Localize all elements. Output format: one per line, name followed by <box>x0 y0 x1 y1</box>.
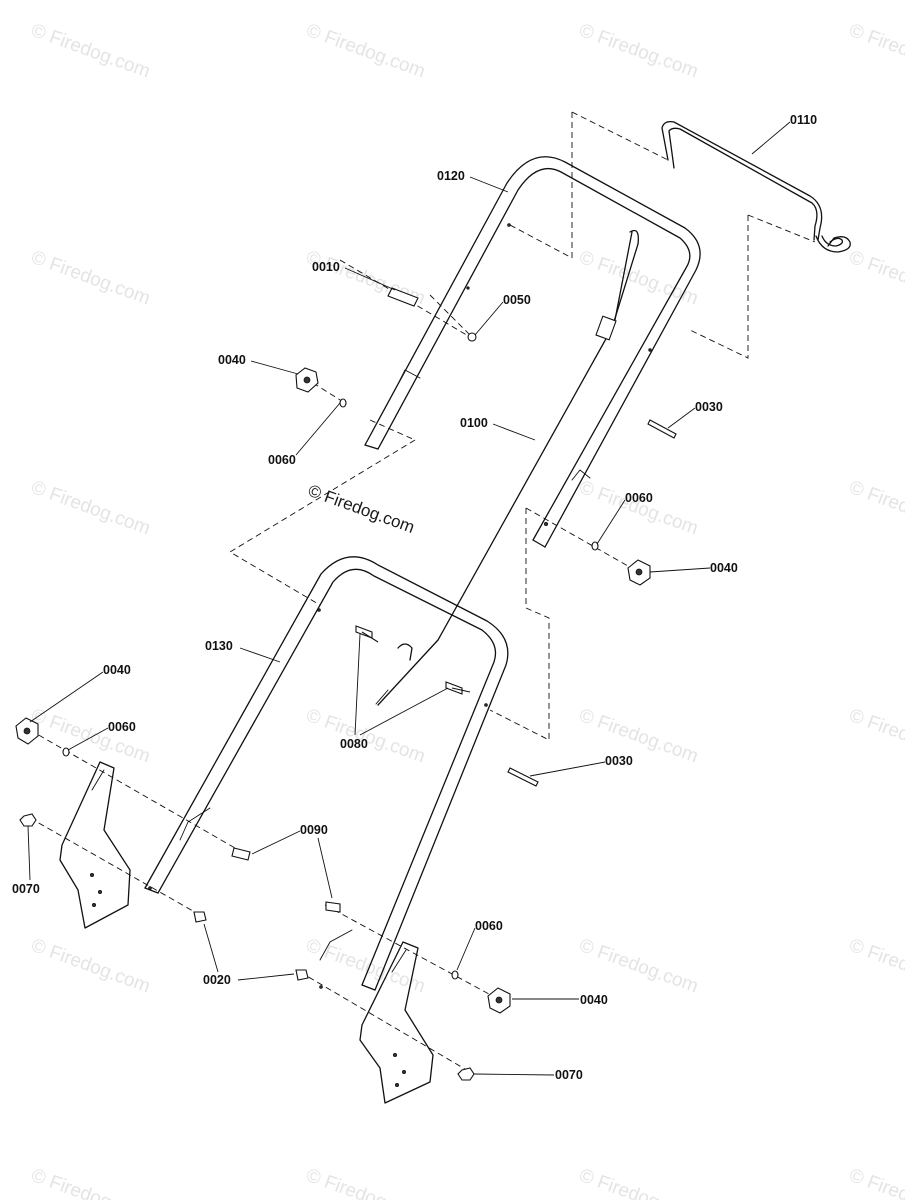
upper-bail-part <box>661 120 851 253</box>
watermark: © Firedog.com <box>28 1165 153 1200</box>
label-0010: 0010 <box>312 260 340 274</box>
label-0100: 0100 <box>460 416 488 430</box>
label-0060: 0060 <box>108 720 136 734</box>
watermark: © Firedog.com <box>576 477 701 539</box>
lower-handle-part <box>144 556 509 991</box>
watermark: © Firedog.com <box>576 247 701 309</box>
label-0060: 0060 <box>268 453 296 467</box>
hardware <box>15 287 677 1081</box>
label-0040: 0040 <box>580 993 608 1007</box>
watermark: © Firedog.com <box>846 20 905 82</box>
watermark: © Firedog.com <box>846 1165 905 1200</box>
leader-lines <box>27 121 791 1076</box>
watermark: © Firedog.com <box>576 705 701 767</box>
watermark: © Firedog.com <box>576 20 701 82</box>
label-0020: 0020 <box>203 973 231 987</box>
watermark: © Firedog.com <box>576 1165 701 1200</box>
center-watermark: © Firedog.com <box>306 481 417 537</box>
watermark: © Firedog.com <box>28 477 153 539</box>
watermark: © Firedog.com <box>28 705 153 767</box>
label-0060: 0060 <box>475 919 503 933</box>
assembly-guide-lines <box>29 111 816 1073</box>
watermark: © Firedog.com <box>28 935 153 997</box>
watermark: © Firedog.com <box>846 705 905 767</box>
upper-handle-part <box>364 156 701 548</box>
watermark: © Firedog.com <box>28 247 153 309</box>
label-0110: 0110 <box>790 113 817 127</box>
left-bracket-part <box>59 761 131 929</box>
label-0120: 0120 <box>437 169 465 183</box>
watermark: © Firedog.com <box>303 1165 428 1200</box>
part-labels: 0110 0120 0010 0050 0040 0060 0100 0030 … <box>12 113 817 1082</box>
watermark: © Firedog.com <box>303 20 428 82</box>
watermark: © Firedog.com <box>846 247 905 309</box>
right-bracket-part <box>359 941 434 1104</box>
label-0040: 0040 <box>218 353 246 367</box>
label-0070: 0070 <box>12 882 40 896</box>
label-0080: 0080 <box>340 737 368 751</box>
label-0050: 0050 <box>503 293 531 307</box>
label-0040: 0040 <box>710 561 738 575</box>
control-cable-part <box>375 229 639 706</box>
label-0060: 0060 <box>625 491 653 505</box>
label-0090: 0090 <box>300 823 328 837</box>
label-0130: 0130 <box>205 639 233 653</box>
watermark: © Firedog.com <box>28 20 153 82</box>
label-0030: 0030 <box>605 754 633 768</box>
watermark: © Firedog.com <box>846 935 905 997</box>
watermark: © Firedog.com <box>846 477 905 539</box>
watermark: © Firedog.com <box>576 935 701 997</box>
label-0030: 0030 <box>695 400 723 414</box>
label-0070: 0070 <box>555 1068 583 1082</box>
label-0040: 0040 <box>103 663 131 677</box>
